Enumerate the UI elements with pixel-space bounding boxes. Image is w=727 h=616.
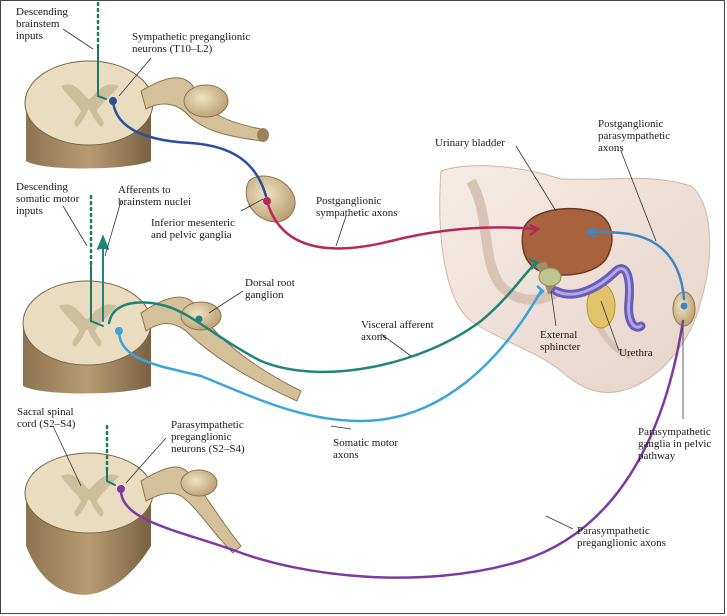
label-descending-brainstem: Descending brainstem inputs xyxy=(16,6,68,42)
inferior-mesenteric-ganglion-icon xyxy=(245,175,296,223)
somatic-motor-soma xyxy=(115,327,123,335)
spinal-cord-segment-top-icon xyxy=(24,60,269,169)
synapse-terminal-icon xyxy=(528,257,540,270)
label-sympathetic-preganglionic-neurons: Sympathetic preganglionic neurons (T10–L… xyxy=(132,31,251,55)
label-inferior-mesenteric: Inferior mesenteric and pelvic ganglia xyxy=(151,217,235,241)
label-parasympathetic-preganglionic-neurons: Parasympathetic preganglionic neurons (S… xyxy=(171,419,245,455)
descending-sacral-axon xyxy=(106,470,116,486)
afferent-arrowhead xyxy=(97,234,109,250)
label-parasympathetic-ganglia: Parasympathetic ganglia in pelvic pathwa… xyxy=(638,426,712,462)
parasympathetic-postganglionic-axon xyxy=(587,230,686,301)
parasympathetic-neuron-soma xyxy=(117,485,125,493)
urethra-icon xyxy=(551,264,646,332)
sympathetic-postganglionic-axon xyxy=(265,199,538,250)
label-urinary-bladder: Urinary bladder xyxy=(435,137,505,149)
pelvis-silhouette-icon xyxy=(439,165,711,394)
label-sacral-cord: Sacral spinal cord (S2–S4) xyxy=(17,406,76,430)
descending-somatic-axon xyxy=(90,265,104,327)
label-visceral-afferent: Visceral afferent axons xyxy=(361,319,434,343)
spinal-cord-segment-bottom-icon xyxy=(24,452,242,595)
descending-brainstem-axon xyxy=(97,45,107,100)
sympathetic-postganglionic-soma xyxy=(263,197,271,205)
label-afferents-brainstem: Afferents to brainstem nuclei xyxy=(118,184,192,208)
label-somatic-motor: Somatic motor axons xyxy=(333,437,399,461)
parasympathetic-preganglionic-axon xyxy=(119,319,685,579)
synapse-terminal-icon xyxy=(584,226,596,239)
drg-soma xyxy=(195,315,203,323)
synapse-terminal-icon xyxy=(529,223,541,236)
label-dorsal-root-ganglion: Dorsal root ganglion xyxy=(245,277,295,301)
sympathetic-preganglionic-axon xyxy=(111,99,268,198)
label-urethra: Urethra xyxy=(619,347,653,359)
somatic-motor-axon xyxy=(117,289,543,423)
visceral-afferent-axon xyxy=(107,261,538,374)
label-descending-somatic: Descending somatic motor inputs xyxy=(16,181,80,217)
label-parasympathetic-preganglionic-axons: Parasympathetic preganglionic axons xyxy=(577,525,666,549)
label-postganglionic-sympathetic: Postganglionic sympathetic axons xyxy=(316,195,398,219)
spinal-cord-segment-middle-icon xyxy=(22,280,302,402)
synapse-terminal-icon xyxy=(536,285,545,298)
parasympathetic-ganglion-soma xyxy=(680,302,688,310)
sympathetic-neuron-soma xyxy=(109,97,117,105)
label-postganglionic-parasympathetic: Postganglionic parasympathetic axons xyxy=(598,118,671,154)
label-external-sphincter: External sphincter xyxy=(540,329,581,353)
